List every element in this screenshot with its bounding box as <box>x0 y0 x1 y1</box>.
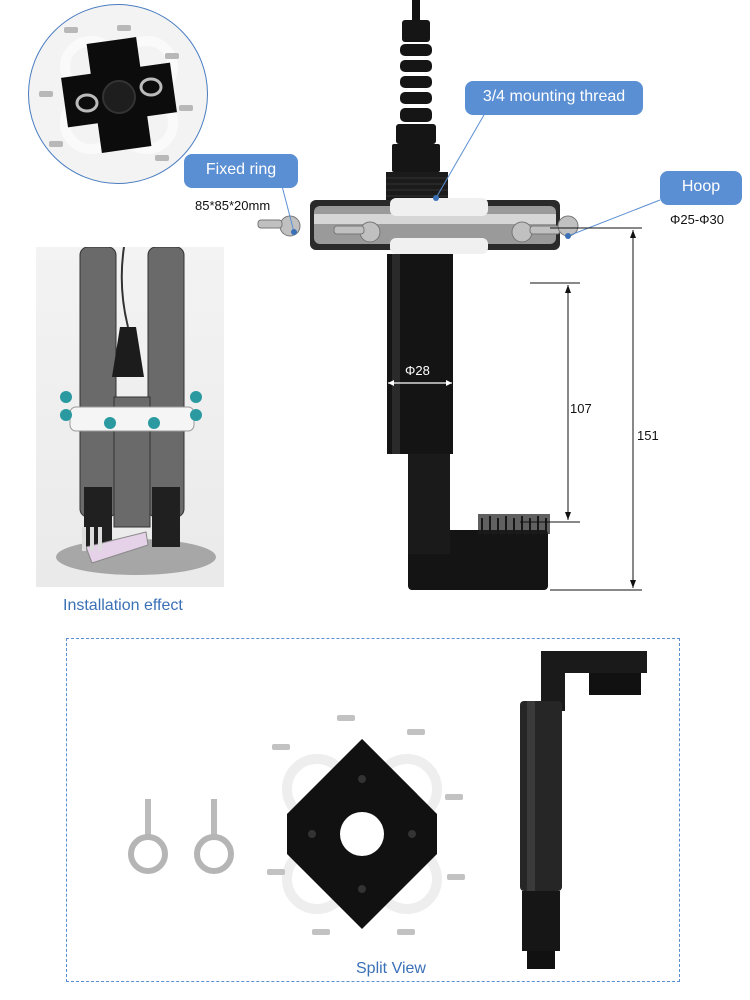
sensor-body-icon <box>520 651 647 969</box>
sensor-with-mount-photo <box>257 0 661 591</box>
hoop-callout: Hoop <box>660 171 742 205</box>
hoop-label: Hoop <box>681 178 721 195</box>
hoop-spec: Φ25-Φ30 <box>670 212 724 227</box>
eye-bolt-icon <box>194 799 234 874</box>
installation-effect-render <box>36 246 224 587</box>
multi-sensor-install-icon <box>56 246 216 575</box>
split-view-caption: Split View <box>356 960 426 977</box>
fixed-ring-label: Fixed ring <box>205 161 277 178</box>
cross-mount-plate-icon <box>267 715 465 935</box>
split-view-frame <box>66 638 680 982</box>
mounting-thread-callout: 3/4 mounting thread <box>465 81 643 115</box>
total-length-label: 151 <box>637 428 659 443</box>
mounting-thread-label: 3/4 mounting thread <box>482 88 626 105</box>
body-length-label: 107 <box>570 401 592 416</box>
fixed-ring-detail-photo <box>28 4 208 184</box>
fixed-ring-callout: Fixed ring <box>184 154 298 188</box>
fixed-ring-spec: 85*85*20mm <box>195 198 271 213</box>
fixed-ring-top-view-icon <box>39 25 193 161</box>
eye-bolt-icon <box>128 799 168 874</box>
diameter-label: Φ28 <box>405 363 430 378</box>
installation-effect-caption: Installation effect <box>63 597 183 614</box>
split-view-parts-photo <box>128 651 647 969</box>
